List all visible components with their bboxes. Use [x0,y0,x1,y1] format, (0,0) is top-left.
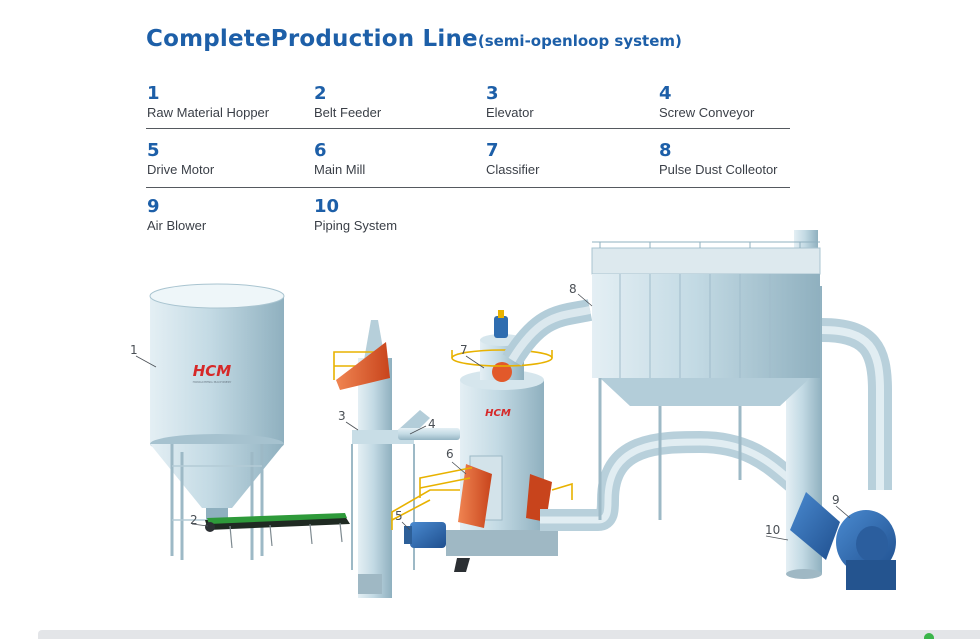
legend-item-main-mill: 6 Main Mill [314,141,365,178]
callout-number: 5 [395,509,403,523]
brand-logo: HCM [193,362,232,380]
legend-number: 3 [486,83,499,104]
callout-number: 6 [446,447,454,461]
callout-10: 10 [765,523,789,541]
callout-1: 1 [130,343,157,368]
callout-number: 8 [569,282,577,296]
pulse-dust-collector [591,241,821,520]
legend-label: Air Blower [147,218,207,233]
drive-motor [391,489,470,548]
legend-item-piping-system: 10 Piping System [314,197,397,234]
legend-number: 2 [314,83,327,104]
callout-2: 2 [190,513,209,527]
legend-label: Classifier [486,162,540,177]
bucket-elevator [333,320,415,598]
legend-item-belt-feeder: 2 Belt Feeder [314,84,381,121]
air-blower [790,492,896,590]
callout-8: 8 [569,282,593,307]
legend-label: Raw Material Hopper [147,105,270,120]
callout-3: 3 [338,409,359,431]
legend-item-classifier: 7 Classifier [486,141,539,178]
legend-label: Main Mill [314,162,366,177]
page-title: CompleteProduction Line(semi-openloop sy… [146,26,682,52]
brand-logo: HCM [485,408,511,419]
callout-number: 9 [832,493,840,507]
legend-item-screw-conveyor: 4 Screw Conveyor [659,84,754,121]
callout-6: 6 [446,447,467,475]
legend-item-pulse-dust-collector: 8 Pulse Dust Colleotor [659,141,778,178]
brand-tagline: HONGCHENG MACHINERY [193,380,232,384]
legend-label: Elevator [486,105,534,120]
legend-number: 1 [147,83,160,104]
legend-number: 5 [147,140,160,161]
callout-4: 4 [409,417,436,435]
legend-number: 9 [147,196,160,217]
bottom-scrollbar[interactable] [38,630,980,639]
legend-number: 6 [314,140,327,161]
legend-label: Piping System [314,218,398,233]
callout-number: 1 [130,343,138,357]
callout-number: 3 [338,409,346,423]
legend-item-elevator: 3 Elevator [486,84,534,121]
legend-divider [146,128,790,129]
legend-number: 10 [314,196,340,217]
legend-divider [146,187,790,188]
legend-item-air-blower: 9 Air Blower [147,197,206,234]
callout-number: 10 [765,523,780,537]
legend-number: 7 [486,140,499,161]
belt-feeder [205,513,350,549]
callout-number: 4 [428,417,436,431]
callouts: 1 2 3 4 5 6 7 8 [130,282,851,541]
legend-item-raw-material-hopper: 1 Raw Material Hopper [147,84,269,121]
callout-5: 5 [395,509,411,531]
legend-number: 8 [659,140,672,161]
legend-label: Screw Conveyor [659,105,755,120]
legend-label: Belt Feeder [314,105,382,120]
legend-number: 4 [659,83,672,104]
screw-conveyor [398,410,460,440]
callout-7: 7 [460,343,485,369]
legend-label: Drive Motor [147,162,215,177]
legend-item-drive-motor: 5 Drive Motor [147,141,214,178]
title-main: CompleteProduction Line [146,26,478,52]
legend-label: Pulse Dust Colleotor [659,162,778,177]
callout-number: 2 [190,513,198,527]
component-legend: 1 Raw Material Hopper 2 Belt Feeder 3 El… [0,0,980,250]
callout-9: 9 [832,493,851,519]
production-line-illustration: HCM HONGCHENG MACHINERY [130,230,896,598]
raw-material-hopper: HCM HONGCHENG MACHINERY [149,283,285,560]
callout-number: 7 [460,343,468,357]
status-dot-icon [924,633,934,639]
title-subtitle: (semi-openloop system) [477,32,682,50]
